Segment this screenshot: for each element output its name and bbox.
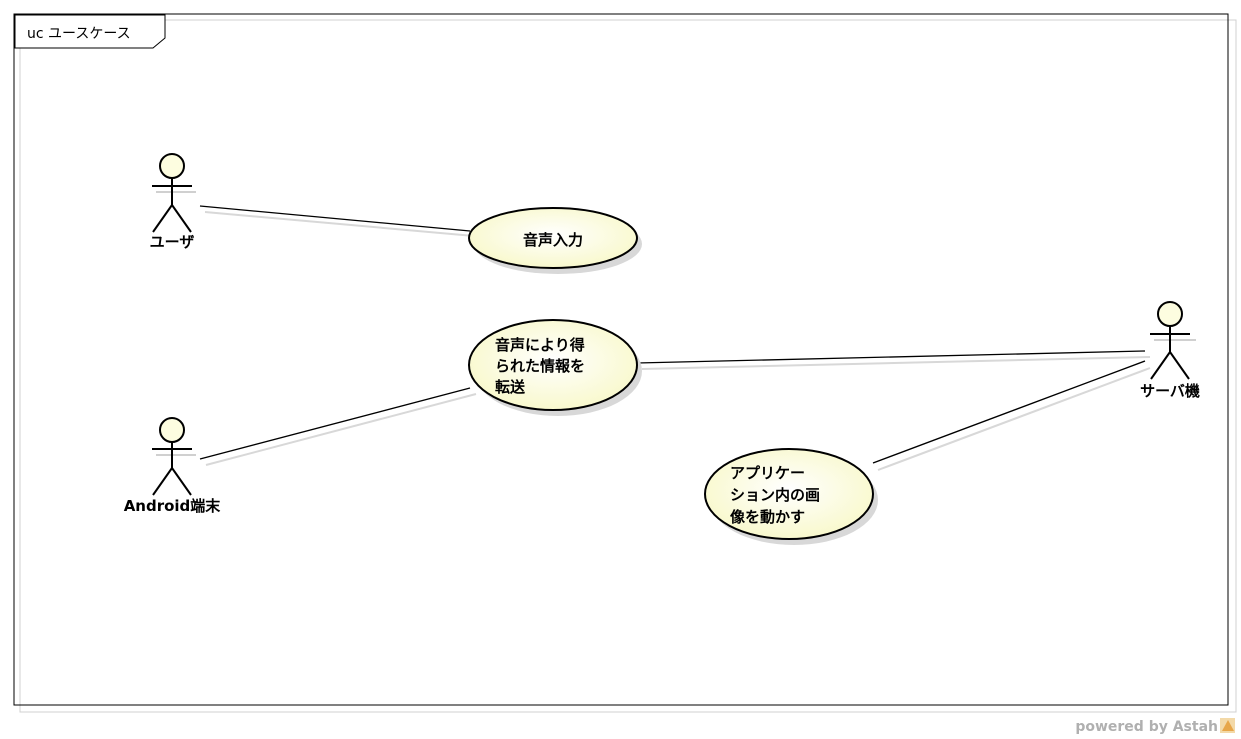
astah-watermark: powered by Astah [1075, 718, 1235, 735]
actor-user-label: ユーザ [150, 233, 195, 251]
usecase-transfer-line-3: 転送 [495, 378, 526, 396]
association-user-voice-input[interactable] [199, 205, 475, 237]
actor-server-figure [1150, 301, 1196, 380]
actor-user[interactable]: ユーザ [150, 153, 196, 251]
usecase-transfer[interactable]: 音声により得 られた情報を 転送 [468, 319, 642, 416]
astah-logo-icon [1220, 718, 1235, 733]
actor-server-label: サーバ機 [1140, 382, 1200, 400]
association-move-image-server[interactable] [872, 360, 1151, 471]
watermark-text: powered by Astah [1075, 719, 1218, 735]
usecase-move-image[interactable]: アプリケー ション内の画 像を動かす [704, 448, 878, 545]
diagram-frame: uc ユースケース [13, 13, 1237, 713]
usecase-voice-input-label: 音声入力 [523, 231, 583, 249]
association-transfer-server[interactable] [636, 350, 1151, 370]
usecase-voice-input[interactable]: 音声入力 [468, 207, 642, 274]
actor-user-figure [152, 153, 196, 233]
frame-tab [14, 14, 166, 49]
usecase-transfer-line-2: られた情報を [495, 357, 585, 375]
association-android-transfer[interactable] [199, 387, 477, 466]
actor-android-figure [152, 417, 196, 496]
actor-android[interactable]: Android端末 [124, 417, 222, 515]
actor-android-label: Android端末 [124, 497, 222, 515]
usecase-move-image-line-1: アプリケー [730, 464, 805, 482]
usecase-move-image-line-2: ション内の画 [730, 486, 820, 504]
actor-server[interactable]: サーバ機 [1140, 301, 1200, 400]
frame-label: uc ユースケース [27, 26, 131, 42]
usecase-move-image-line-3: 像を動かす [730, 508, 805, 526]
usecase-transfer-line-1: 音声により得 [495, 336, 585, 354]
